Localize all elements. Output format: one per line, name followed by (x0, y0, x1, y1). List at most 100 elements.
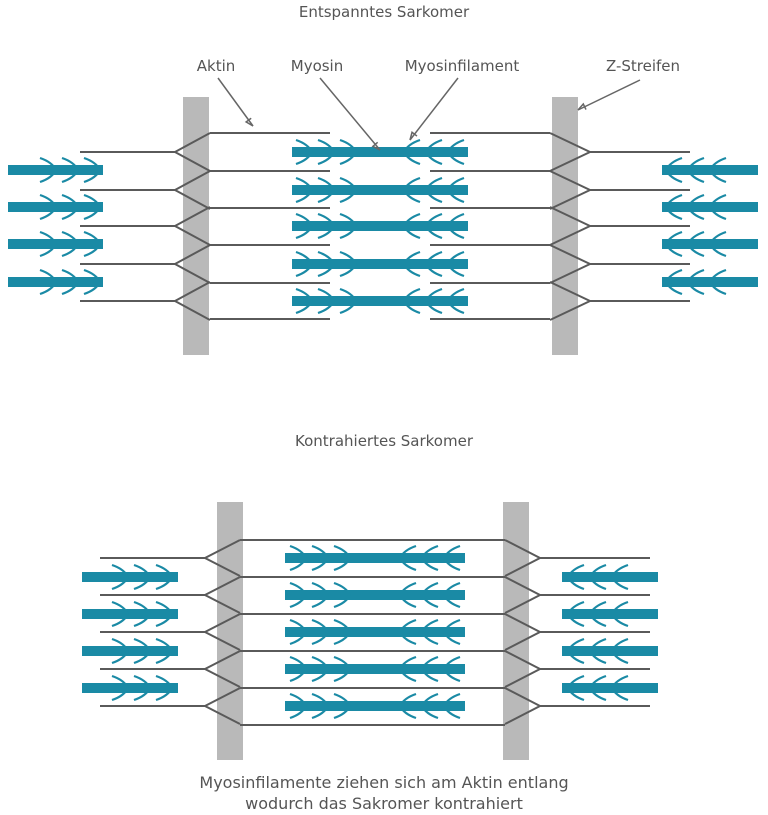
myosin-head (317, 138, 335, 153)
myosin-head (687, 268, 705, 283)
myosin-head (111, 687, 129, 702)
myosin-head (589, 613, 607, 628)
myosin-head (133, 563, 151, 578)
myosin-head (289, 557, 307, 572)
myosin-head (589, 650, 607, 665)
pointer-line (409, 77, 459, 141)
myosin-head (295, 300, 313, 315)
myosin-head (61, 243, 79, 258)
myosin-head (289, 544, 307, 559)
pointer-arrowhead (409, 130, 418, 141)
myosin-head (317, 250, 335, 265)
myosin-head (611, 613, 629, 628)
myosin-head (399, 631, 417, 646)
myosin-head (403, 212, 421, 227)
myosin-head (289, 705, 307, 720)
label-myosin: Myosin (290, 57, 344, 75)
myosin-head (339, 263, 357, 278)
myosin-head (339, 189, 357, 204)
myosin-head (333, 581, 351, 596)
myosin-head (447, 151, 465, 166)
myosin-head (339, 300, 357, 315)
myosin-head (403, 250, 421, 265)
myosin-head (399, 581, 417, 596)
myosin-head (611, 687, 629, 702)
myosin-head (333, 655, 351, 670)
myosin-head (289, 668, 307, 683)
myosin-head (421, 581, 439, 596)
myosin-filament (562, 683, 658, 693)
myosin-head (61, 156, 79, 171)
myosin-head (399, 705, 417, 720)
myosin-head (589, 674, 607, 689)
myosin-head (295, 250, 313, 265)
myosin-head (311, 705, 329, 720)
myosin-head (295, 138, 313, 153)
myosin-head (111, 600, 129, 615)
myosin-head (611, 637, 629, 652)
myosin-head (333, 618, 351, 633)
myosin-head (83, 281, 101, 296)
myosin-head (421, 618, 439, 633)
myosin-head (83, 243, 101, 258)
myosin-head (687, 230, 705, 245)
myosin-head (709, 281, 727, 296)
myosin-filament (285, 664, 465, 674)
myosin-head (39, 169, 57, 184)
myosin-head (333, 692, 351, 707)
myosin-head (155, 576, 173, 591)
myosin-head (611, 576, 629, 591)
myosin-head (339, 176, 357, 191)
myosin-head (311, 655, 329, 670)
myosin-head (665, 206, 683, 221)
label-myosinfilament: Myosinfilament (404, 57, 520, 75)
myosin-head (425, 287, 443, 302)
pointer-arrowhead (371, 141, 381, 151)
myosin-head (425, 212, 443, 227)
myosin-head (289, 692, 307, 707)
myosin-head (443, 655, 461, 670)
myosin-head (311, 544, 329, 559)
myosin-head (403, 138, 421, 153)
myosin-head (61, 193, 79, 208)
myosin-filament (292, 259, 468, 269)
myosin-head (567, 576, 585, 591)
myosin-head (133, 637, 151, 652)
myosin-filament (292, 147, 468, 157)
myosin-filament (292, 296, 468, 306)
myosin-head (111, 563, 129, 578)
myosin-head (447, 287, 465, 302)
myosin-filament (82, 572, 178, 582)
myosin-filament (285, 627, 465, 637)
myosin-head (665, 169, 683, 184)
myosin-head (295, 212, 313, 227)
myosin-head (687, 281, 705, 296)
myosin-head (317, 212, 335, 227)
myosin-head (155, 637, 173, 652)
myosin-head (447, 263, 465, 278)
myosin-head (399, 544, 417, 559)
myosin-head (83, 268, 101, 283)
myosin-head (317, 189, 335, 204)
myosin-head (295, 287, 313, 302)
label-aktin: Aktin (196, 57, 236, 75)
myosin-head (567, 687, 585, 702)
myosin-head (709, 268, 727, 283)
myosin-head (83, 169, 101, 184)
myosin-head (311, 618, 329, 633)
myosin-head (133, 687, 151, 702)
myosin-head (39, 230, 57, 245)
pointer-arrowhead (577, 102, 587, 111)
myosin-filament (285, 553, 465, 563)
myosin-head (333, 594, 351, 609)
myosin-head (447, 138, 465, 153)
myosin-head (567, 563, 585, 578)
myosin-head (403, 225, 421, 240)
myosin-head (295, 225, 313, 240)
myosin-filament (82, 609, 178, 619)
myosin-head (133, 576, 151, 591)
myosin-head (447, 212, 465, 227)
myosin-head (443, 618, 461, 633)
